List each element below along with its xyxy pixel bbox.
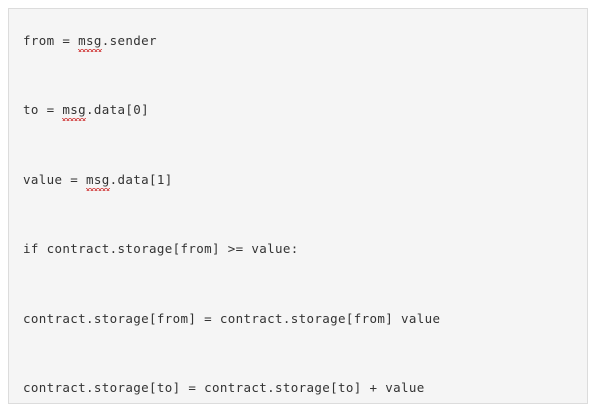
- spellcheck-misspelled-token: msg: [78, 33, 102, 52]
- code-line: value = msg.data[1]: [23, 172, 173, 191]
- code-text: to =: [23, 102, 63, 117]
- code-text: .data[0]: [86, 102, 150, 117]
- code-line: contract.storage[from] = contract.storag…: [23, 311, 440, 327]
- code-line: if contract.storage[from] >= value:: [23, 241, 299, 257]
- code-text: from =: [23, 33, 79, 48]
- code-text: .sender: [101, 33, 157, 48]
- code-text: contract.storage[from] = contract.storag…: [23, 311, 441, 326]
- code-line: from = msg.sender: [23, 33, 157, 52]
- code-text: if contract.storage[from] >= value:: [23, 241, 299, 256]
- code-line: to = msg.data[0]: [23, 102, 149, 121]
- code-text: contract.storage[to] = contract.storage[…: [23, 380, 425, 395]
- spellcheck-misspelled-token: msg: [62, 102, 87, 121]
- code-text: .data[1]: [109, 172, 173, 187]
- code-line: contract.storage[to] = contract.storage[…: [23, 380, 425, 396]
- code-text: value =: [23, 172, 87, 187]
- spellcheck-misspelled-token: msg: [86, 172, 110, 191]
